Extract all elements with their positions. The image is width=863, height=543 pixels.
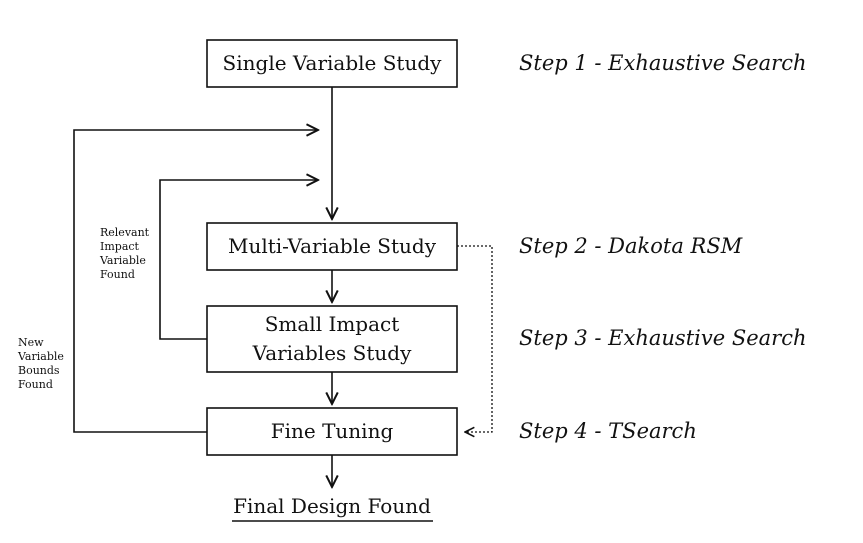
arrow-relevant-impact-feedback xyxy=(159,180,318,340)
final-design-found-label: Final Design Found xyxy=(233,494,431,518)
step1-label: Step 1 - Exhaustive Search xyxy=(519,51,806,75)
box-single-variable-study: Single Variable Study xyxy=(206,39,458,88)
single-variable-study-label: Single Variable Study xyxy=(223,51,443,75)
small-impact-label-line2: Variables Study xyxy=(252,341,412,365)
dotted-arrow-multi-to-fine-tuning xyxy=(457,245,493,432)
relevant-label-line4: Found xyxy=(100,268,135,281)
box-small-impact-variables-study: Small Impact Variables Study xyxy=(206,305,458,373)
new-variable-bounds-found-label: New Variable Bounds Found xyxy=(17,336,64,391)
step2-label: Step 2 - Dakota RSM xyxy=(519,234,743,258)
box-fine-tuning: Fine Tuning xyxy=(206,407,458,456)
new-bounds-label-line1: New xyxy=(18,336,44,349)
relevant-label-line2: Impact xyxy=(100,240,140,253)
relevant-impact-variable-found-label: Relevant Impact Variable Found xyxy=(99,226,150,281)
new-bounds-label-line3: Bounds xyxy=(18,364,60,377)
multi-variable-study-label: Multi-Variable Study xyxy=(228,234,437,258)
step3-label: Step 3 - Exhaustive Search xyxy=(519,326,806,350)
fine-tuning-label: Fine Tuning xyxy=(271,419,394,443)
new-bounds-label-line2: Variable xyxy=(17,350,64,363)
arrow-new-bounds-feedback xyxy=(73,130,318,433)
step4-label: Step 4 - TSearch xyxy=(519,419,697,443)
small-impact-label-line1: Small Impact xyxy=(265,312,400,336)
relevant-label-line3: Variable xyxy=(99,254,146,267)
new-bounds-label-line4: Found xyxy=(18,378,53,391)
box-multi-variable-study: Multi-Variable Study xyxy=(206,222,458,271)
relevant-label-line1: Relevant xyxy=(100,226,150,239)
